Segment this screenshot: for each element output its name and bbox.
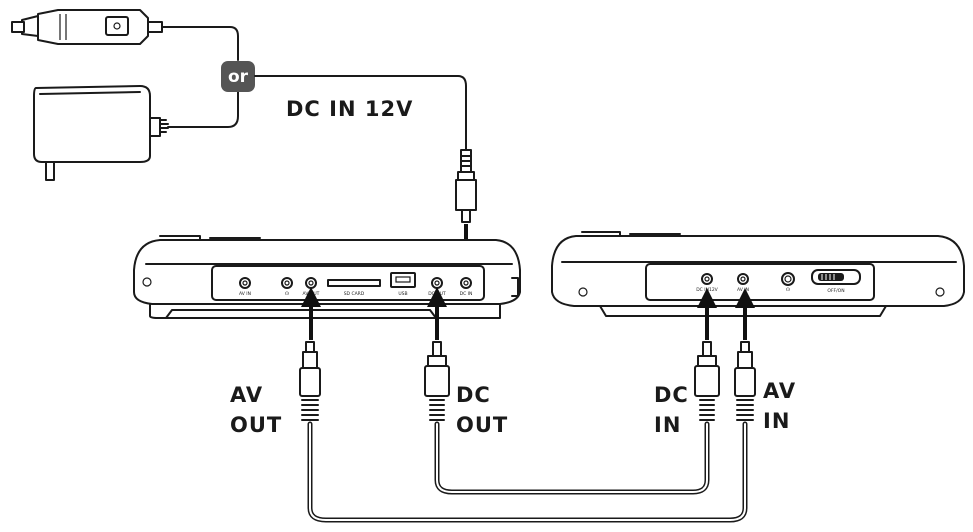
dc-cable: [434, 421, 710, 495]
svg-text:☊: ☊: [285, 291, 289, 297]
dc-out-label-2: OUT: [456, 413, 508, 437]
av-in-plug: [734, 341, 756, 421]
dc-in-port: DC IN: [460, 277, 473, 297]
svg-text:USB: USB: [398, 291, 407, 297]
svg-text:AV IN: AV IN: [239, 291, 251, 297]
svg-text:DC OUT: DC OUT: [428, 291, 446, 297]
dc-out-label-1: DC: [456, 383, 491, 407]
dc-plug-top: [455, 149, 477, 223]
dc-out-plug: [424, 341, 450, 421]
svg-text:DC IN12V: DC IN12V: [696, 287, 718, 293]
dc-in-label-1: DC: [654, 383, 689, 407]
power-switch: OFF/ON: [811, 269, 861, 294]
sd-card-slot: SD CARD: [327, 279, 381, 297]
car-adapter-icon: [11, 9, 239, 61]
av-cable: [307, 421, 748, 523]
svg-text:☊: ☊: [786, 287, 790, 293]
power-cable: [254, 75, 467, 151]
av-in-label-2: IN: [763, 409, 790, 433]
av-out-label-1: AV: [230, 383, 263, 407]
dc-in-12v-label: DC IN 12V: [286, 97, 413, 121]
svg-text:DC IN: DC IN: [460, 291, 473, 297]
usb-port: USB: [390, 272, 416, 297]
headphone-port-right: ☊: [781, 272, 795, 293]
svg-text:OFF/ON: OFF/ON: [827, 288, 844, 294]
svg-text:AV IN: AV IN: [737, 287, 749, 293]
av-out-label-2: OUT: [230, 413, 282, 437]
headphone-port: ☊: [281, 277, 293, 297]
av-in-port: AV IN: [239, 277, 251, 297]
left-dvd-player: AV IN ☊ AV OUT SD CARD USB DC OUT DC IN: [133, 235, 521, 319]
or-badge: or: [221, 61, 255, 92]
or-label: or: [228, 67, 249, 87]
av-in-label-1: AV: [763, 379, 796, 403]
av-out-plug: [299, 341, 321, 421]
dc-in-plug: [694, 341, 720, 421]
right-dvd-player: DC IN12V AV IN ☊ OFF/ON: [551, 231, 965, 317]
dc-in-label-2: IN: [654, 413, 681, 437]
svg-text:AV OUT: AV OUT: [303, 291, 320, 297]
svg-text:SD CARD: SD CARD: [344, 291, 365, 297]
wall-adapter-icon: [33, 85, 239, 181]
